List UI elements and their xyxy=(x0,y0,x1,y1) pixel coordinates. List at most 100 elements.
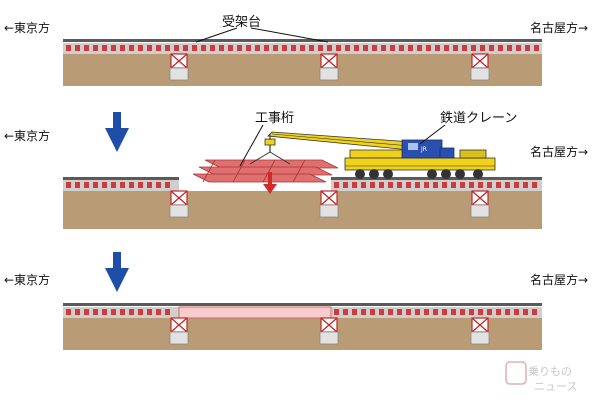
sleeper xyxy=(408,45,413,51)
sleeper xyxy=(523,309,528,315)
sleeper xyxy=(361,182,366,188)
sleeper xyxy=(471,45,476,51)
sleeper xyxy=(343,182,348,188)
sleeper xyxy=(84,309,89,315)
construction-girder-leader xyxy=(239,124,264,167)
sleeper xyxy=(453,45,458,51)
sleeper xyxy=(147,182,152,188)
sleeper xyxy=(444,45,449,51)
ground xyxy=(63,318,542,350)
sleeper xyxy=(66,182,71,188)
sleeper xyxy=(111,182,116,188)
sleeper xyxy=(354,45,359,51)
sleeper xyxy=(460,182,465,188)
sleeper xyxy=(334,309,339,315)
sleeper xyxy=(498,45,503,51)
pier xyxy=(319,317,339,345)
railway-crane: JR xyxy=(267,131,496,179)
sleeper xyxy=(426,45,431,51)
sleeper xyxy=(415,182,420,188)
sleeper xyxy=(66,309,71,315)
rail xyxy=(63,303,542,306)
sleeper xyxy=(183,45,188,51)
sleeper xyxy=(442,182,447,188)
sleeper xyxy=(138,45,143,51)
sleeper xyxy=(487,182,492,188)
pier xyxy=(470,53,490,81)
sleeper xyxy=(210,45,215,51)
sleeper xyxy=(435,45,440,51)
sleeper xyxy=(237,45,242,51)
sleeper xyxy=(291,45,296,51)
sleeper xyxy=(525,45,530,51)
sleeper xyxy=(201,45,206,51)
down-arrow-icon xyxy=(105,252,129,292)
down-arrow-icon xyxy=(105,112,129,152)
sleeper xyxy=(406,182,411,188)
receiving-platform-leader xyxy=(195,27,238,43)
receiving-platform-label: 受架台 xyxy=(222,15,261,30)
sleeper xyxy=(424,182,429,188)
sleeper xyxy=(487,309,492,315)
pier xyxy=(470,190,490,218)
sleeper xyxy=(417,45,422,51)
pier xyxy=(169,53,189,81)
sleeper xyxy=(390,45,395,51)
nagoya-direction-label: 名古屋方→ xyxy=(530,20,588,35)
sleeper xyxy=(496,182,501,188)
sleeper xyxy=(246,45,251,51)
ground xyxy=(63,54,542,86)
sleeper xyxy=(462,45,467,51)
sleeper xyxy=(165,309,170,315)
sleeper xyxy=(327,45,332,51)
sleeper xyxy=(282,45,287,51)
sleeper xyxy=(93,309,98,315)
sleeper xyxy=(300,45,305,51)
sleeper xyxy=(516,45,521,51)
sleeper xyxy=(138,309,143,315)
construction-girder xyxy=(192,159,339,183)
construction-girder-label: 工事桁 xyxy=(255,111,294,126)
sleepers xyxy=(334,309,537,315)
sleeper xyxy=(460,309,465,315)
sleeper xyxy=(514,309,519,315)
sleeper xyxy=(156,182,161,188)
watermark-sub: ニュース xyxy=(534,380,577,393)
sleeper xyxy=(478,309,483,315)
sleeper xyxy=(361,309,366,315)
sleeper xyxy=(505,309,510,315)
railway-crane-leader xyxy=(419,124,446,145)
pier xyxy=(169,317,189,345)
sleeper xyxy=(102,309,107,315)
sleeper xyxy=(165,182,170,188)
pier xyxy=(319,190,339,218)
pier xyxy=(470,317,490,345)
sleeper xyxy=(309,45,314,51)
watermark-logo-icon: 乗りもの ニュース xyxy=(505,361,577,393)
sleeper xyxy=(424,309,429,315)
sleeper xyxy=(388,309,393,315)
sleeper xyxy=(489,45,494,51)
sleeper xyxy=(352,182,357,188)
sleeper xyxy=(129,182,134,188)
sleeper xyxy=(523,182,528,188)
sleeper xyxy=(75,45,80,51)
sleepers xyxy=(66,309,170,315)
sleeper xyxy=(363,45,368,51)
sleeper xyxy=(532,309,537,315)
sleeper xyxy=(336,45,341,51)
sleeper xyxy=(399,45,404,51)
nagoya-direction-label: 名古屋方→ xyxy=(530,144,588,159)
sleeper xyxy=(84,182,89,188)
crane-hook xyxy=(249,138,291,165)
sleeper xyxy=(534,45,539,51)
sleeper xyxy=(406,309,411,315)
sleepers xyxy=(66,45,539,51)
sleeper xyxy=(75,309,80,315)
tokyo-direction-label: ←東京方 xyxy=(4,20,50,35)
sleeper xyxy=(120,309,125,315)
sleeper xyxy=(156,309,161,315)
sleeper xyxy=(345,45,350,51)
